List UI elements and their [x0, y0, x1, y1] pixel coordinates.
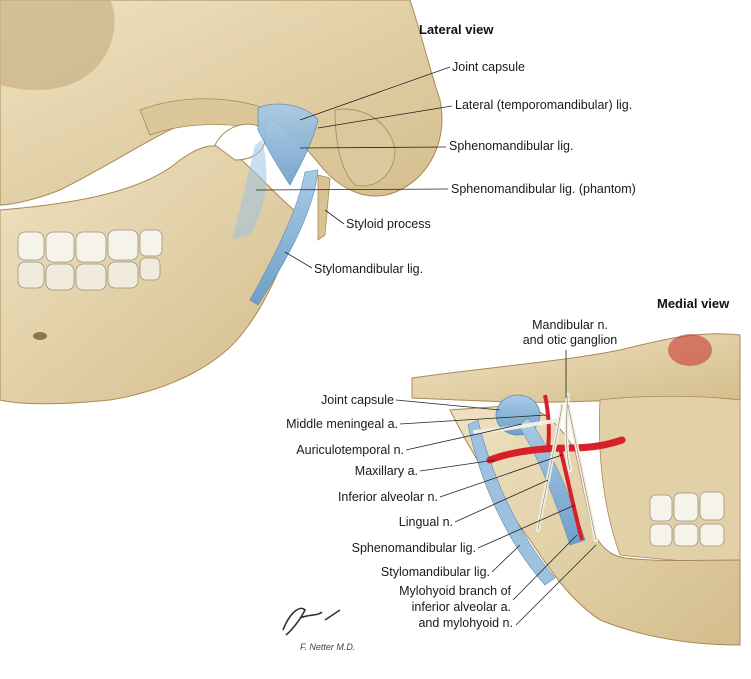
inferior-alveolar-artery — [558, 447, 584, 541]
label-maxillary-artery: Maxillary a. — [354, 464, 418, 478]
label-sphenomandibular-ligament-lateral: Sphenomandibular lig. — [449, 139, 574, 153]
label-lateral-ligament: Lateral (temporomandibular) lig. — [455, 98, 633, 112]
lower-teeth — [17, 257, 161, 291]
label-sphenomandibular-phantom: Sphenomandibular lig. (phantom) — [451, 182, 636, 196]
maxillary-artery — [486, 436, 626, 464]
lateral-skull — [0, 0, 443, 405]
label-joint-capsule-medial: Joint capsule — [321, 393, 394, 407]
medial-teeth — [649, 491, 725, 547]
orbit-shadow — [0, 0, 115, 90]
label-styloid-process: Styloid process — [346, 217, 431, 231]
signature-mark — [282, 607, 341, 636]
label-inferior-alveolar-artery: inferior alveolar a. — [411, 600, 511, 614]
styloid-process — [317, 174, 331, 241]
signature: F. Netter M.D. — [300, 642, 356, 652]
stylomandibular-ligament — [249, 169, 319, 306]
label-middle-meningeal-artery: Middle meningeal a. — [286, 417, 398, 431]
medial-skull — [411, 333, 741, 646]
lateral-view-title: Lateral view — [419, 22, 494, 37]
mandibular-foramen — [33, 332, 47, 340]
lateral-capsule-ligament — [257, 103, 319, 186]
label-sphenomandibular-ligament-medial: Sphenomandibular lig. — [351, 541, 476, 555]
medial-leader-lines — [395, 350, 597, 626]
label-stylomandibular-ligament-medial: Stylomandibular lig. — [380, 565, 490, 579]
label-joint-capsule-lateral: Joint capsule — [452, 60, 525, 74]
label-mandibular-nerve: Mandibular n. — [532, 318, 608, 332]
sphenoid-sinus — [668, 334, 712, 366]
lateral-leader-lines — [255, 66, 453, 269]
label-lingual-nerve: Lingual n. — [398, 515, 453, 529]
label-otic-ganglion: and otic ganglion — [522, 333, 618, 347]
upper-teeth — [17, 229, 163, 263]
label-stylomandibular-ligament-lateral: Stylomandibular lig. — [314, 262, 424, 276]
medial-view-title: Medial view — [657, 296, 730, 311]
nerve-outlines — [537, 394, 597, 541]
sphenomandibular-phantom — [232, 140, 267, 240]
label-mylohyoid-branch: Mylohyoid branch of — [399, 584, 511, 598]
label-inferior-alveolar-nerve: Inferior alveolar n. — [337, 490, 438, 504]
label-mylohyoid-nerve: and mylohyoid n. — [418, 616, 513, 630]
label-auriculotemporal-nerve: Auriculotemporal n. — [296, 443, 404, 457]
